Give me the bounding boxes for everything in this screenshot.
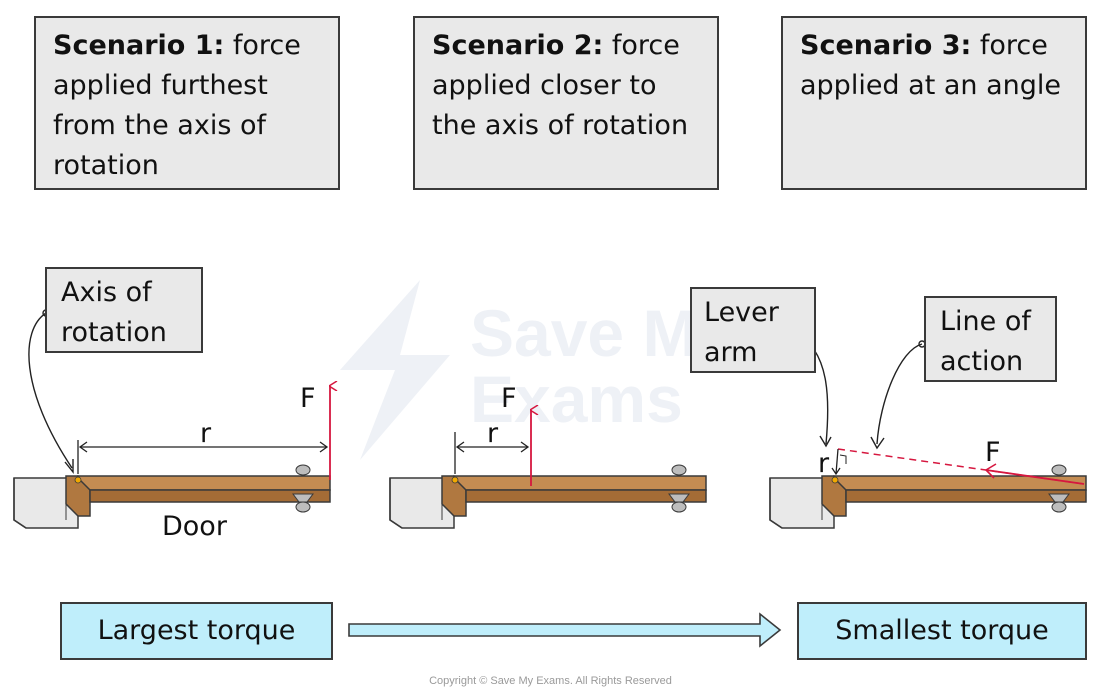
radius-label-1: r: [200, 418, 212, 449]
door-assembly-3: [769, 448, 1087, 529]
force-label-3: F: [985, 437, 1001, 468]
largest-torque-label: Largest torque: [97, 615, 296, 646]
scenario-1-box: Scenario 1: force applied furthest from …: [34, 16, 340, 190]
hinge-dot: [74, 476, 82, 484]
door-assembly-1: [13, 386, 330, 529]
scenario-2-box: Scenario 2: force applied closer to the …: [413, 16, 719, 190]
smallest-torque-box: Smallest torque: [797, 602, 1087, 660]
watermark-logo-icon: [340, 280, 450, 460]
line-of-action-callout: Line of action: [924, 296, 1057, 382]
handle-top: [295, 464, 311, 476]
scenario-3-box: Scenario 3: force applied at an angle: [781, 16, 1087, 190]
scenario-1-title: Scenario 1:: [53, 30, 225, 61]
lever-arm-callout: Lever arm: [690, 287, 816, 373]
door-label: Door: [162, 511, 228, 542]
copyright-notice: Copyright © Save My Exams. All Rights Re…: [429, 675, 672, 687]
axis-of-rotation-callout: Axis of rotation: [45, 267, 203, 353]
force-label-2: F: [501, 383, 517, 414]
line-of-action-label: Line of action: [940, 306, 1031, 377]
largest-torque-box: Largest torque: [60, 602, 333, 660]
torque-direction-arrow: [348, 612, 782, 648]
scenario-1-text: force applied furthest from the axis of …: [53, 30, 301, 181]
axis-of-rotation-label: Axis of rotation: [61, 277, 167, 348]
lever-arm-label: Lever arm: [704, 297, 779, 368]
door-assembly-2: [389, 410, 707, 529]
scenario-3-text: force applied at an angle: [800, 30, 1062, 101]
scenario-3-title: Scenario 3:: [800, 30, 972, 61]
handle-bottom: [292, 493, 314, 503]
radius-label-3: r: [818, 448, 830, 479]
scenario-2-text: force applied closer to the axis of rota…: [432, 30, 689, 141]
radius-label-2: r: [487, 418, 499, 449]
smallest-torque-label: Smallest torque: [835, 615, 1049, 646]
force-label-1: F: [300, 383, 316, 414]
scenario-2-title: Scenario 2:: [432, 30, 604, 61]
watermark-line-2: Exams: [470, 362, 683, 436]
